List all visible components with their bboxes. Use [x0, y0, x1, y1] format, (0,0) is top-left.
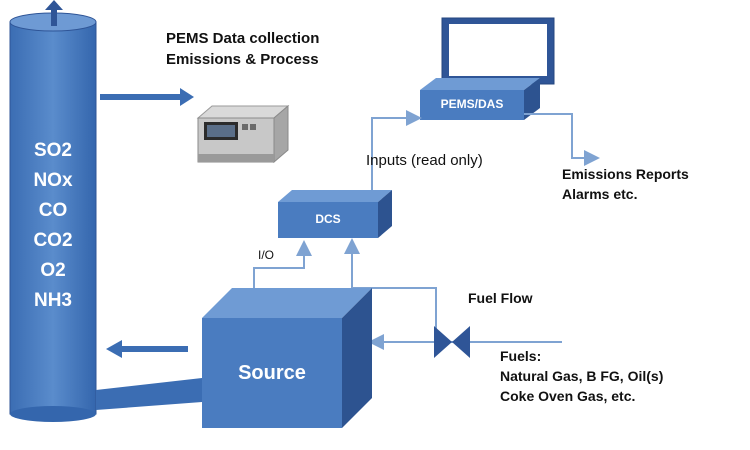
stack-gas-co: CO: [38, 200, 68, 221]
emission-stack: [9, 12, 97, 422]
source-to-stack-arrow: [106, 340, 188, 358]
reports-connector: [524, 113, 600, 166]
title-line-2: Emissions & Process: [166, 51, 319, 68]
analyzer-device: [196, 104, 290, 164]
pems-das-label: PEMS/DAS: [440, 97, 504, 111]
fuels-line-2: Coke Oven Gas, etc.: [500, 388, 636, 404]
pems-das-box: [420, 78, 540, 120]
fuels-line-1: Natural Gas, B FG, Oil(s): [500, 368, 664, 384]
title-line-1: PEMS Data collection: [166, 30, 320, 47]
reports-line-2: Alarms etc.: [562, 186, 638, 202]
fuels-heading: Fuels:: [500, 348, 542, 364]
fuel-flow-to-dcs-connector: [344, 238, 437, 330]
stack-gas-o2: O2: [40, 260, 66, 281]
flue-duct: [96, 378, 202, 410]
stack-gas-co2: CO2: [33, 230, 73, 251]
stack-gas-nox: NOx: [33, 170, 73, 191]
exhaust-arrow: [45, 0, 63, 26]
monitor-icon: [441, 17, 555, 90]
io-connector: [253, 240, 312, 288]
inputs-label: Inputs (read only): [366, 152, 483, 169]
source-box: [202, 288, 372, 428]
stack-gas-nh3: NH3: [33, 290, 72, 311]
stack-gas-so2: SO2: [33, 140, 73, 161]
dcs-box: [278, 190, 392, 238]
fuel-flow-label: Fuel Flow: [468, 290, 533, 306]
inputs-connector: [371, 110, 422, 190]
source-label: Source: [238, 362, 306, 384]
valve-icon: [434, 326, 470, 358]
reports-line-1: Emissions Reports: [562, 166, 689, 182]
io-label: I/O: [258, 248, 275, 262]
stack-to-analyzer-arrow: [100, 88, 194, 106]
dcs-label: DCS: [315, 212, 341, 226]
